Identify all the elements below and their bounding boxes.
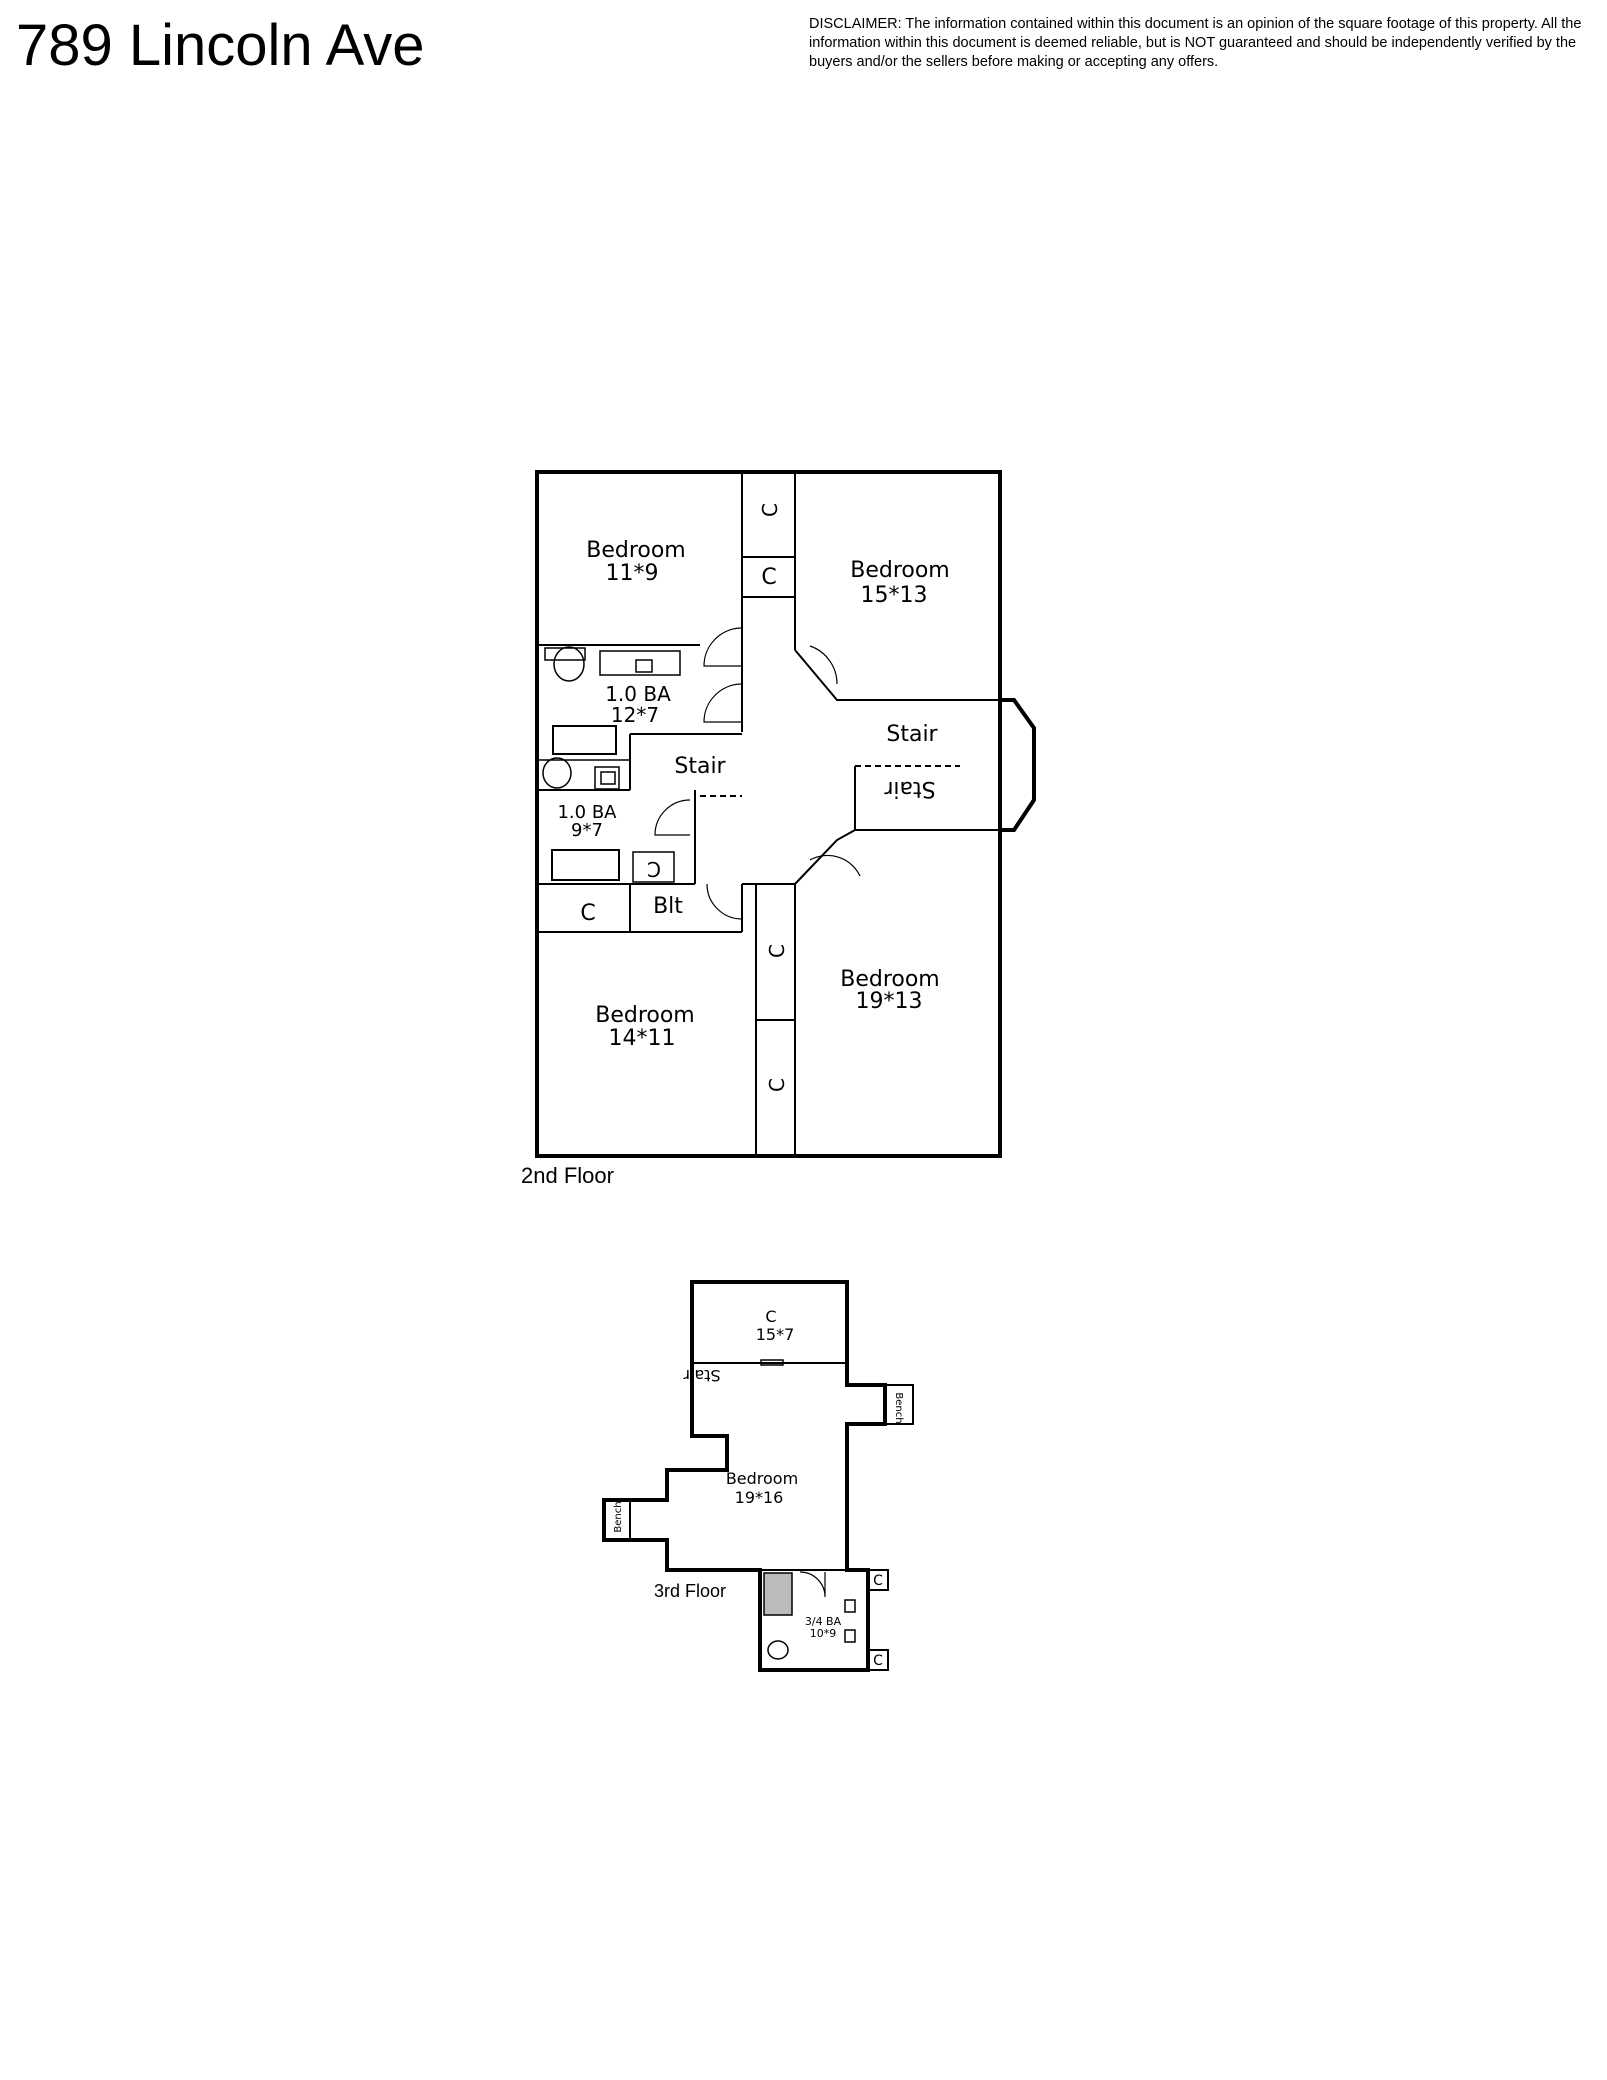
floor3-stair-flipped-label: Stair — [683, 1366, 721, 1385]
bath-upper-size: 12*7 — [611, 703, 659, 727]
bedroom-nw-size: 11*9 — [606, 561, 659, 586]
floor3-label: 3rd Floor — [654, 1581, 726, 1601]
closet-label-top2: C — [761, 565, 776, 590]
bedroom-ne-name: Bedroom — [850, 558, 950, 583]
closet-label-sw: C — [580, 901, 595, 926]
closet-label-mid1: C — [765, 944, 789, 958]
third-floor-plan — [602, 1280, 914, 1672]
floor3-bath-name: 3/4 BA — [805, 1615, 842, 1628]
second-floor-plan — [535, 470, 1036, 1158]
bath-upper-name: 1.0 BA — [605, 682, 671, 706]
floor2-bay-wall — [1000, 698, 1036, 832]
closet-label-mid2: C — [765, 1078, 789, 1092]
stair-right-flipped-label: Stair — [883, 776, 935, 801]
bedroom-ne-size: 15*13 — [861, 583, 928, 608]
bedroom-se-size: 19*13 — [856, 989, 923, 1014]
closet-label-bath: C — [647, 857, 661, 881]
bath-lower-size: 9*7 — [571, 820, 603, 841]
floor2-door-arc — [703, 627, 743, 667]
floor3-bedroom-name: Bedroom — [726, 1469, 798, 1488]
floor3-bench-right: Bench — [893, 1392, 904, 1423]
floor3-bench-left: Bench — [613, 1501, 624, 1532]
floor3-bath-size: 10*9 — [810, 1627, 837, 1640]
stair-left-label: Stair — [674, 754, 726, 779]
closet-label-top1: C — [758, 503, 782, 517]
bath-lower-name: 1.0 BA — [557, 802, 617, 823]
bedroom-sw-name: Bedroom — [595, 1003, 695, 1028]
floor3-bedroom-size: 19*16 — [735, 1488, 784, 1507]
bedroom-sw-size: 14*11 — [609, 1026, 676, 1051]
disclaimer-text: DISCLAIMER: The information contained wi… — [809, 16, 1582, 70]
floor3-closet-small-2: C — [873, 1653, 883, 1669]
floor3-closet-size: 15*7 — [756, 1325, 795, 1344]
floor2-label: 2nd Floor — [521, 1163, 614, 1188]
bedroom-se-name: Bedroom — [840, 967, 940, 992]
shower-fixture — [763, 1572, 793, 1616]
floor3-closet-small-1: C — [873, 1573, 883, 1589]
floor3-closet-name: C — [765, 1307, 776, 1326]
stair-right-label: Stair — [886, 722, 938, 747]
floor2-outer-wall — [535, 470, 1002, 1158]
property-address-title: 789 Lincoln Ave — [16, 13, 425, 78]
built-in-label: Blt — [653, 894, 683, 919]
bedroom-nw-name: Bedroom — [586, 538, 686, 563]
